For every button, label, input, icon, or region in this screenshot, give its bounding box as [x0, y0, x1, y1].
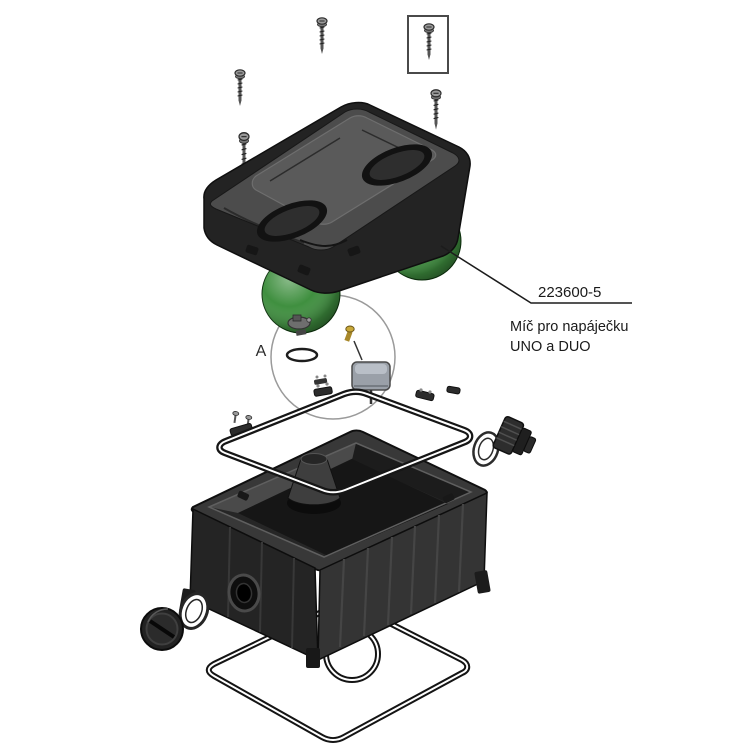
- drain-cap: [140, 607, 184, 651]
- drain-boss: [227, 573, 261, 613]
- wall-ribs-right: [338, 503, 465, 648]
- wall-ribs-left: [227, 526, 295, 649]
- callout: 223600-5 Míč pro napáječku UNO a DUO: [440, 245, 632, 355]
- tiny-screw-icon: [230, 410, 241, 425]
- mounting-clips-group: [229, 382, 461, 436]
- valve-detail-parts: [285, 314, 328, 385]
- part-description-line2: UNO a DUO: [510, 339, 591, 355]
- lid-gasket: [216, 388, 474, 496]
- lid-clip: [245, 244, 259, 256]
- clip-bracket: [446, 385, 461, 395]
- lid-opening-right: [361, 144, 433, 186]
- o-ring-small: [285, 347, 319, 363]
- callout-leader-line: [440, 245, 632, 304]
- clip-bracket: [415, 388, 435, 402]
- cover-lid: [203, 101, 471, 294]
- drain-oring-white: [178, 592, 210, 630]
- float-valve-assembly: [344, 325, 391, 404]
- detail-label: A: [256, 343, 267, 360]
- screw-icon: [315, 16, 329, 56]
- lid-clip: [297, 264, 311, 276]
- basin-foot: [474, 570, 491, 594]
- interior-cone: [287, 453, 341, 514]
- clip-bracket: [313, 382, 333, 397]
- highlighted-screw-box: [407, 15, 449, 74]
- rim-clip: [442, 493, 455, 504]
- valve-clip-small: [313, 374, 328, 385]
- basin-body: [179, 429, 491, 668]
- lid-opening-left: [256, 200, 328, 242]
- screw-icon: [422, 22, 436, 62]
- screw-icon: [429, 88, 443, 132]
- rim-clip: [237, 490, 250, 501]
- outlet-fitting: [492, 415, 537, 456]
- lid-screws-group: [233, 15, 449, 178]
- basin-foot: [306, 648, 320, 668]
- screw-icon: [233, 68, 247, 108]
- outlet-seal-white: [472, 431, 500, 467]
- part-number: 223600-5: [538, 284, 601, 301]
- part-description-line1: Míč pro napáječku: [510, 319, 628, 335]
- lid-clip: [347, 245, 361, 257]
